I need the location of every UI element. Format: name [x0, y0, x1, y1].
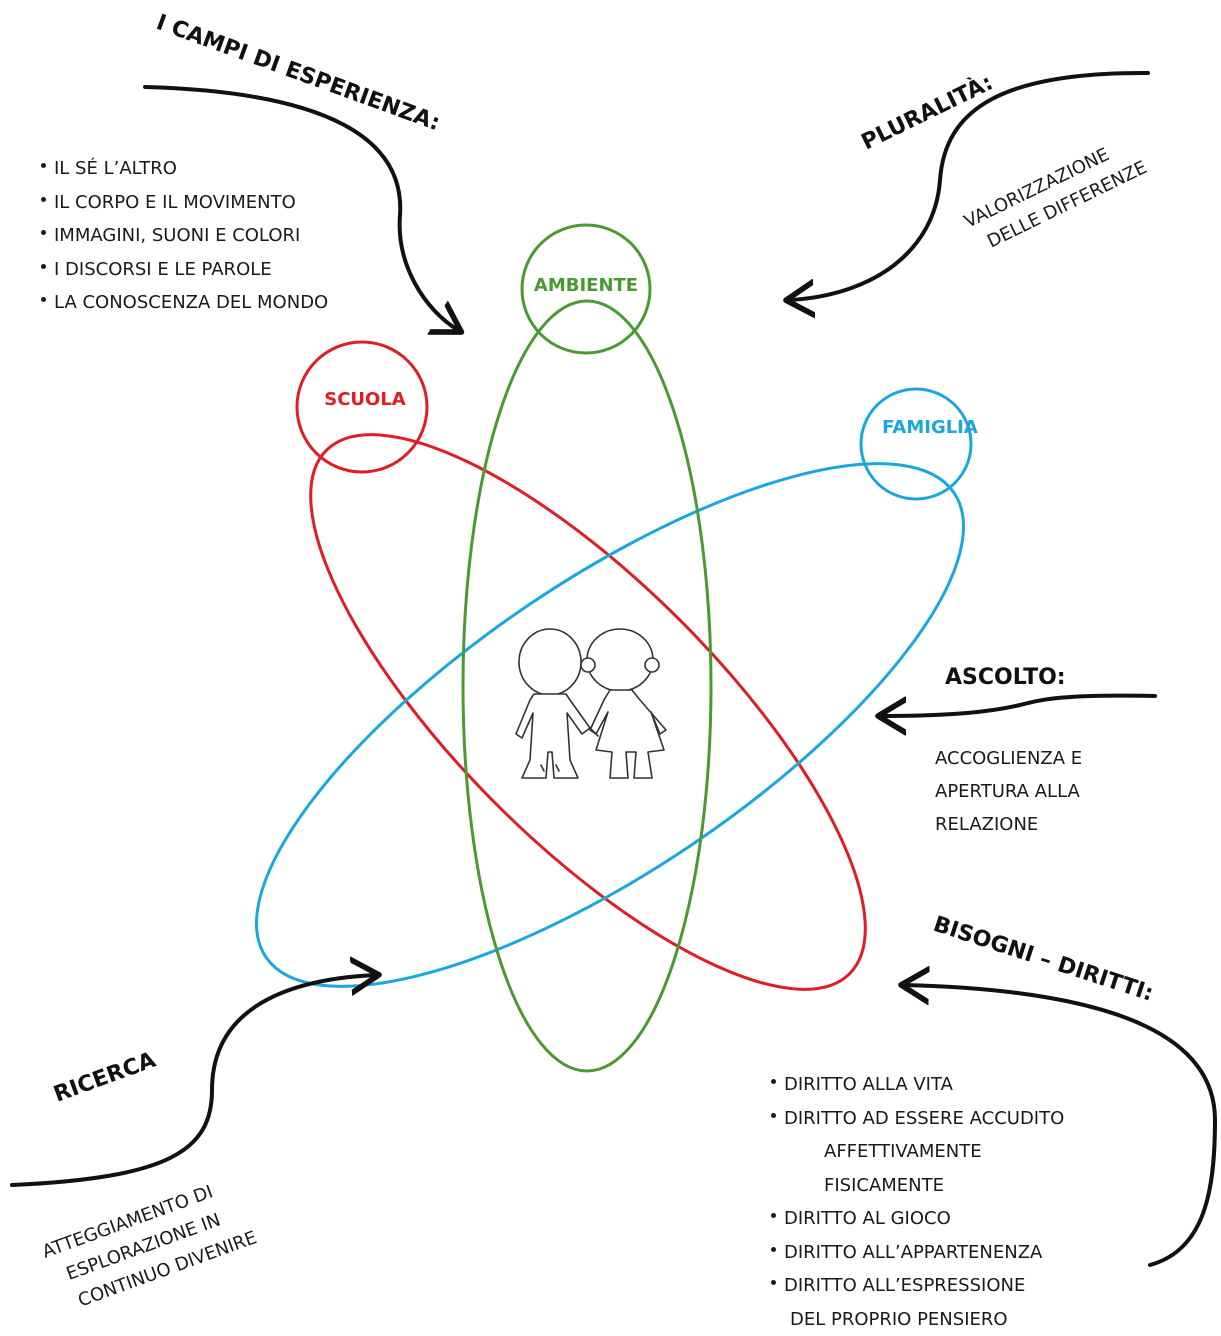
list-item: IMMAGINI, SUONI E COLORI — [38, 219, 328, 253]
bisogni-arrow — [905, 985, 1218, 1267]
ascolto-line: ACCOGLIENZA E — [935, 748, 1082, 769]
ambiente-label: AMBIENTE — [534, 275, 638, 296]
campi-list: IL SÉ L’ALTRO IL CORPO E IL MOVIMENTO IM… — [38, 152, 328, 320]
campi-title: I CAMPI DI ESPERIENZA: — [153, 10, 443, 136]
campi-arrow — [143, 85, 458, 330]
list-item: I DISCORSI E LE PAROLE — [38, 253, 328, 287]
famiglia-orbit — [255, 462, 965, 988]
ascolto-line: RELAZIONE — [935, 814, 1038, 835]
pluralita-title: PLURALITÀ: — [857, 69, 997, 155]
list-item: IL SÉ L’ALTRO — [38, 152, 328, 186]
children-holding-hands-icon — [515, 628, 667, 779]
list-item: DIRITTO AL GIOCO — [768, 1202, 1064, 1236]
famiglia-label: FAMIGLIA — [882, 417, 978, 438]
list-subitem: FISICAMENTE — [824, 1174, 945, 1196]
list-item: LA CONOSCENZA DEL MONDO — [38, 286, 328, 320]
list-item: DIRITTO AD ESSERE ACCUDITO — [768, 1102, 1064, 1136]
bisogni-title: BISOGNI – DIRITTI: — [930, 912, 1156, 1007]
ricerca-title: RICERCA — [51, 1048, 160, 1108]
scuola-node — [295, 340, 429, 474]
ambiente-node — [520, 223, 652, 355]
scuola-label: SCUOLA — [324, 389, 406, 410]
list-item: DIRITTO ALL’ESPRESSIONE — [768, 1269, 1064, 1303]
list-item: DIRITTO ALLA VITA — [768, 1068, 1064, 1102]
ambiente-orbit — [461, 299, 713, 1073]
scuola-orbit — [309, 433, 867, 991]
ascolto-line: APERTURA ALLA — [935, 781, 1081, 802]
ricerca-arrow — [10, 975, 375, 1187]
list-item: DIRITTO ALL’APPARTENENZA — [768, 1236, 1064, 1270]
ascolto-title: ASCOLTO: — [945, 665, 1066, 690]
list-subitem: AFFETTIVAMENTE — [824, 1141, 982, 1162]
list-item: IL CORPO E IL MOVIMENTO — [38, 186, 328, 220]
list-subitem: DEL PROPRIO PENSIERO — [790, 1308, 1008, 1330]
famiglia-node — [859, 387, 973, 501]
ascolto-arrow — [882, 693, 1157, 716]
pluralita-arrow — [790, 70, 1150, 300]
diritti-list: DIRITTO ALLA VITA DIRITTO AD ESSERE ACCU… — [768, 1068, 1064, 1336]
